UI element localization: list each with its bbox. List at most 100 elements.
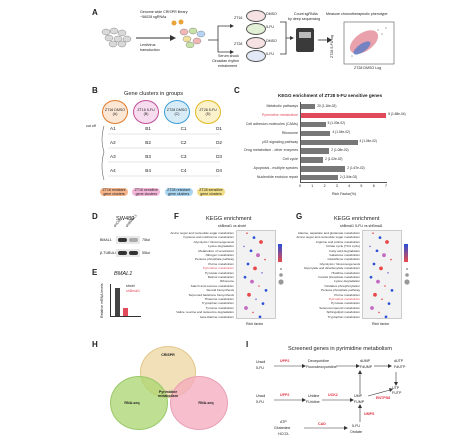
f-dot (246, 262, 250, 266)
f-term: Ribosome (220, 279, 234, 284)
cell-c3: C3 (180, 154, 187, 159)
legend-shctrl: shctrl (126, 284, 135, 288)
panel-a-label: A (92, 8, 98, 17)
g-term: Citrate cycle (TCA cycle) (326, 244, 360, 249)
group-circle-b: ZT16 5-FU(B) (133, 100, 159, 124)
e-axes (110, 284, 141, 317)
f-xlabel: Rich factor (246, 322, 264, 326)
g-dot (387, 302, 391, 305)
g-term: Glutathione metabolism (327, 257, 360, 262)
kegg-term: Cell cycle (282, 157, 298, 162)
g-colorbar (404, 244, 408, 262)
transduction-arrow (136, 35, 176, 41)
f-term: Thiamine metabolism (204, 297, 234, 301)
g-dot (369, 245, 371, 248)
kegg-tick: 1 (311, 184, 314, 188)
g-term: Sphingolipid metabolism (326, 310, 360, 315)
group-circle-c: ZT28 DMSO(C) (164, 100, 190, 124)
lentivirus-label-1: Lentivirus (140, 43, 156, 47)
kegg-bar (301, 175, 338, 181)
node-furidine: FUridine (306, 400, 320, 404)
cluster-zt16-sensitive: ZT16 sensitive gene clusters (132, 188, 161, 197)
f-term: Pyruvate metabolism (205, 270, 234, 275)
kegg-bar-label: 5 (1.00e-02) (327, 121, 345, 126)
g-dot (378, 236, 382, 239)
panel-f-title: KEGG enrichment (206, 216, 252, 222)
f-dot (255, 298, 257, 300)
cell-d4: D4 (216, 168, 222, 173)
g-dot (387, 272, 389, 274)
panel-i-label: I (246, 340, 249, 349)
f-dot (256, 253, 260, 258)
enzyme-upp2: UPP2 (280, 359, 290, 363)
group-d-sub: (D) (205, 112, 211, 116)
f-plot-frame (236, 230, 276, 319)
g-term: Glycolysis / Gluconeogenesis (319, 261, 360, 266)
rnaseq1-title: RNA-seq (124, 400, 140, 405)
f-dot (261, 302, 265, 305)
g-xlabel: Rich factor (372, 322, 390, 326)
g-dot (379, 266, 383, 271)
cell-d1: D1 (216, 126, 222, 131)
group-d-name: ZT28 5-FU (199, 107, 217, 112)
f-dot (247, 292, 251, 297)
f-term: Lysine degradation (207, 244, 234, 249)
kegg-bar (301, 104, 316, 110)
f-term: Pentose phosphate pathway (194, 257, 234, 262)
node-atp: ATP (280, 420, 287, 424)
kegg-term: Drug metabolism - other enzymes (244, 148, 298, 153)
node-uridine: Uridine (308, 394, 320, 398)
lentivirus-label-2: transduction (140, 48, 160, 52)
cell-d3: D3 (216, 154, 222, 159)
f-legend (278, 244, 296, 291)
f-term: Valine, leucine and isoleucine degradati… (176, 310, 234, 315)
group-a-name: ZT16 DMSO (104, 107, 126, 112)
node-5fu-2: 5-FU (256, 400, 264, 404)
f-size-legend (278, 268, 284, 285)
kegg-bar-label: 4 (1.04e-02) (332, 130, 350, 135)
f-term: Cysteine and methionine metabolism (183, 235, 234, 240)
dish-zt16-5fu (246, 23, 266, 35)
count-label-2: by deep sequencing (288, 17, 321, 21)
g-term: Galactose metabolism (329, 253, 360, 257)
kegg-xlabel: Rich Factor(%) (332, 192, 356, 196)
enzyme-entpd8: ENTPD8 (376, 396, 391, 400)
g-term: Pyrimidine metabolism (328, 297, 360, 301)
dish-zt28-5fu (246, 50, 266, 62)
g-dot (384, 315, 388, 319)
node-utp: UTP (392, 386, 400, 390)
panel-c-label: C (234, 86, 240, 95)
panel-a: Genome wide CRISPR library ~56028 sgRNAs… (100, 10, 400, 85)
split-arrows (208, 24, 234, 54)
g-dot (369, 275, 373, 279)
band-bmal1-sh (129, 238, 138, 242)
f-dot (250, 279, 254, 284)
kegg-bar (301, 139, 358, 145)
pathway-arrows (274, 364, 398, 430)
g-dot (378, 311, 380, 314)
group-circle-d: ZT28 5-FU(D) (195, 100, 221, 124)
group-b-sub: (B) (143, 112, 149, 116)
kegg-bar-label: 2 (1.54e-02) (339, 174, 358, 179)
f-dot (264, 289, 268, 292)
node-orotate: Orotate (350, 430, 362, 434)
venn-rnaseq-1: RNA-seq (110, 376, 168, 430)
g-term: Alanine, aspartate and glutamate metabol… (297, 231, 360, 235)
g-size-legend (404, 268, 410, 285)
bar-shctrl (115, 288, 120, 316)
phenotype-scatter (343, 21, 395, 65)
panel-h-label: H (92, 340, 98, 349)
g-dotplot (362, 230, 402, 319)
kegg-tick: 0 (299, 184, 301, 188)
node-5fu-1: 5-FU (256, 366, 264, 370)
g-dot (372, 262, 376, 266)
cell-c1: C1 (180, 126, 187, 131)
row-tubulin: β-TUBULIN (100, 251, 119, 255)
cluster-zt28-resistant: ZT28 resistant gene clusters (164, 188, 193, 197)
measure-label: Measure chronotherapeutic phenotype (326, 12, 388, 16)
kegg-tick: 2 (323, 184, 326, 188)
f-dot (261, 272, 263, 274)
kegg-term: Metabolic pathways (266, 104, 298, 108)
